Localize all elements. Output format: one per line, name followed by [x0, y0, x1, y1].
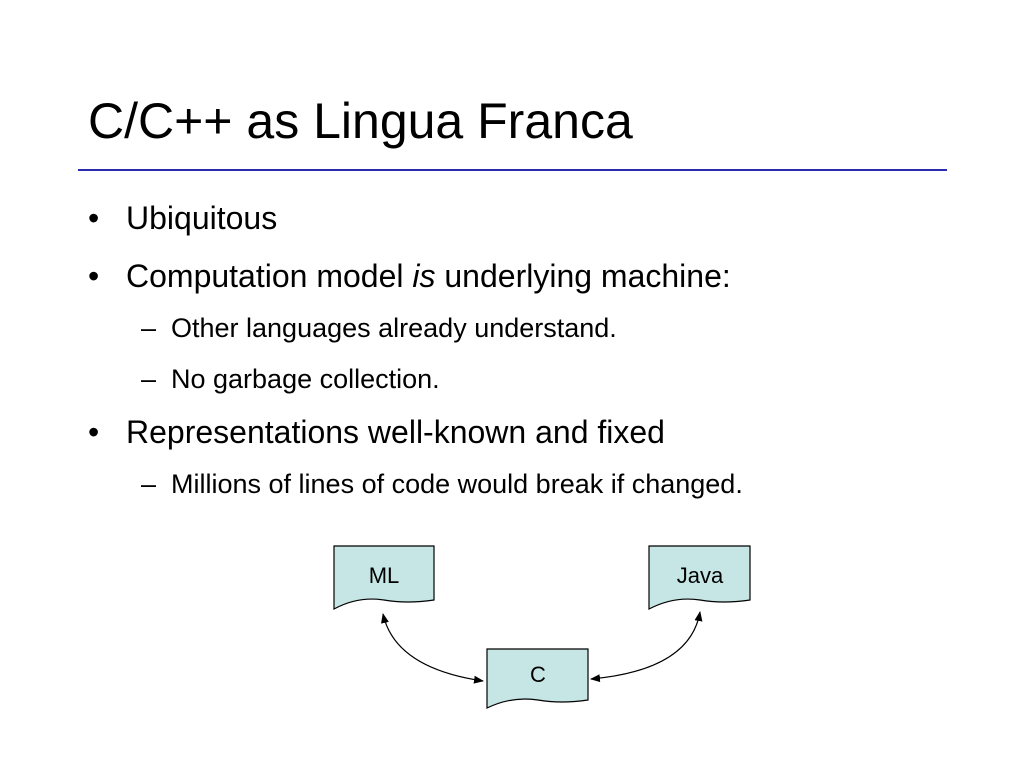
bullet-text-emphasis: is	[412, 258, 436, 294]
c-java-connector	[590, 611, 703, 683]
slide-title: C/C++ as Lingua Franca	[88, 93, 633, 149]
bullet-marker: •	[88, 200, 100, 236]
ml-label: ML	[369, 563, 400, 588]
java-node: Java	[648, 545, 751, 610]
sub-bullet-text: No garbage collection.	[171, 364, 440, 394]
sub-bullet-marker: –	[141, 469, 157, 499]
c-document-shape	[486, 648, 589, 709]
bullet-text-part: underlying machine:	[435, 258, 731, 294]
sub-bullet-marker: –	[141, 313, 157, 343]
ml-c-connector	[381, 613, 484, 684]
c-label: C	[530, 662, 546, 687]
java-document-shape	[648, 545, 751, 610]
bullet-marker: •	[88, 414, 100, 450]
sub-bullet-text: Other languages already understand.	[171, 313, 617, 343]
ml-document-shape	[333, 545, 435, 611]
bullet-text: Representations well-known and fixed	[126, 414, 665, 450]
bullet-text-part: Computation model	[126, 258, 413, 294]
c-node: C	[486, 648, 589, 709]
bullet-text: Ubiquitous	[126, 200, 278, 236]
sub-bullet-marker: –	[141, 364, 157, 394]
ml-node: ML	[333, 545, 435, 611]
title-divider	[78, 169, 947, 171]
java-label: Java	[677, 563, 724, 588]
sub-bullet-text: Millions of lines of code would break if…	[171, 469, 743, 499]
bullet-marker: •	[88, 258, 100, 294]
bullet-text: Computation model is underlying machine:	[126, 256, 731, 296]
